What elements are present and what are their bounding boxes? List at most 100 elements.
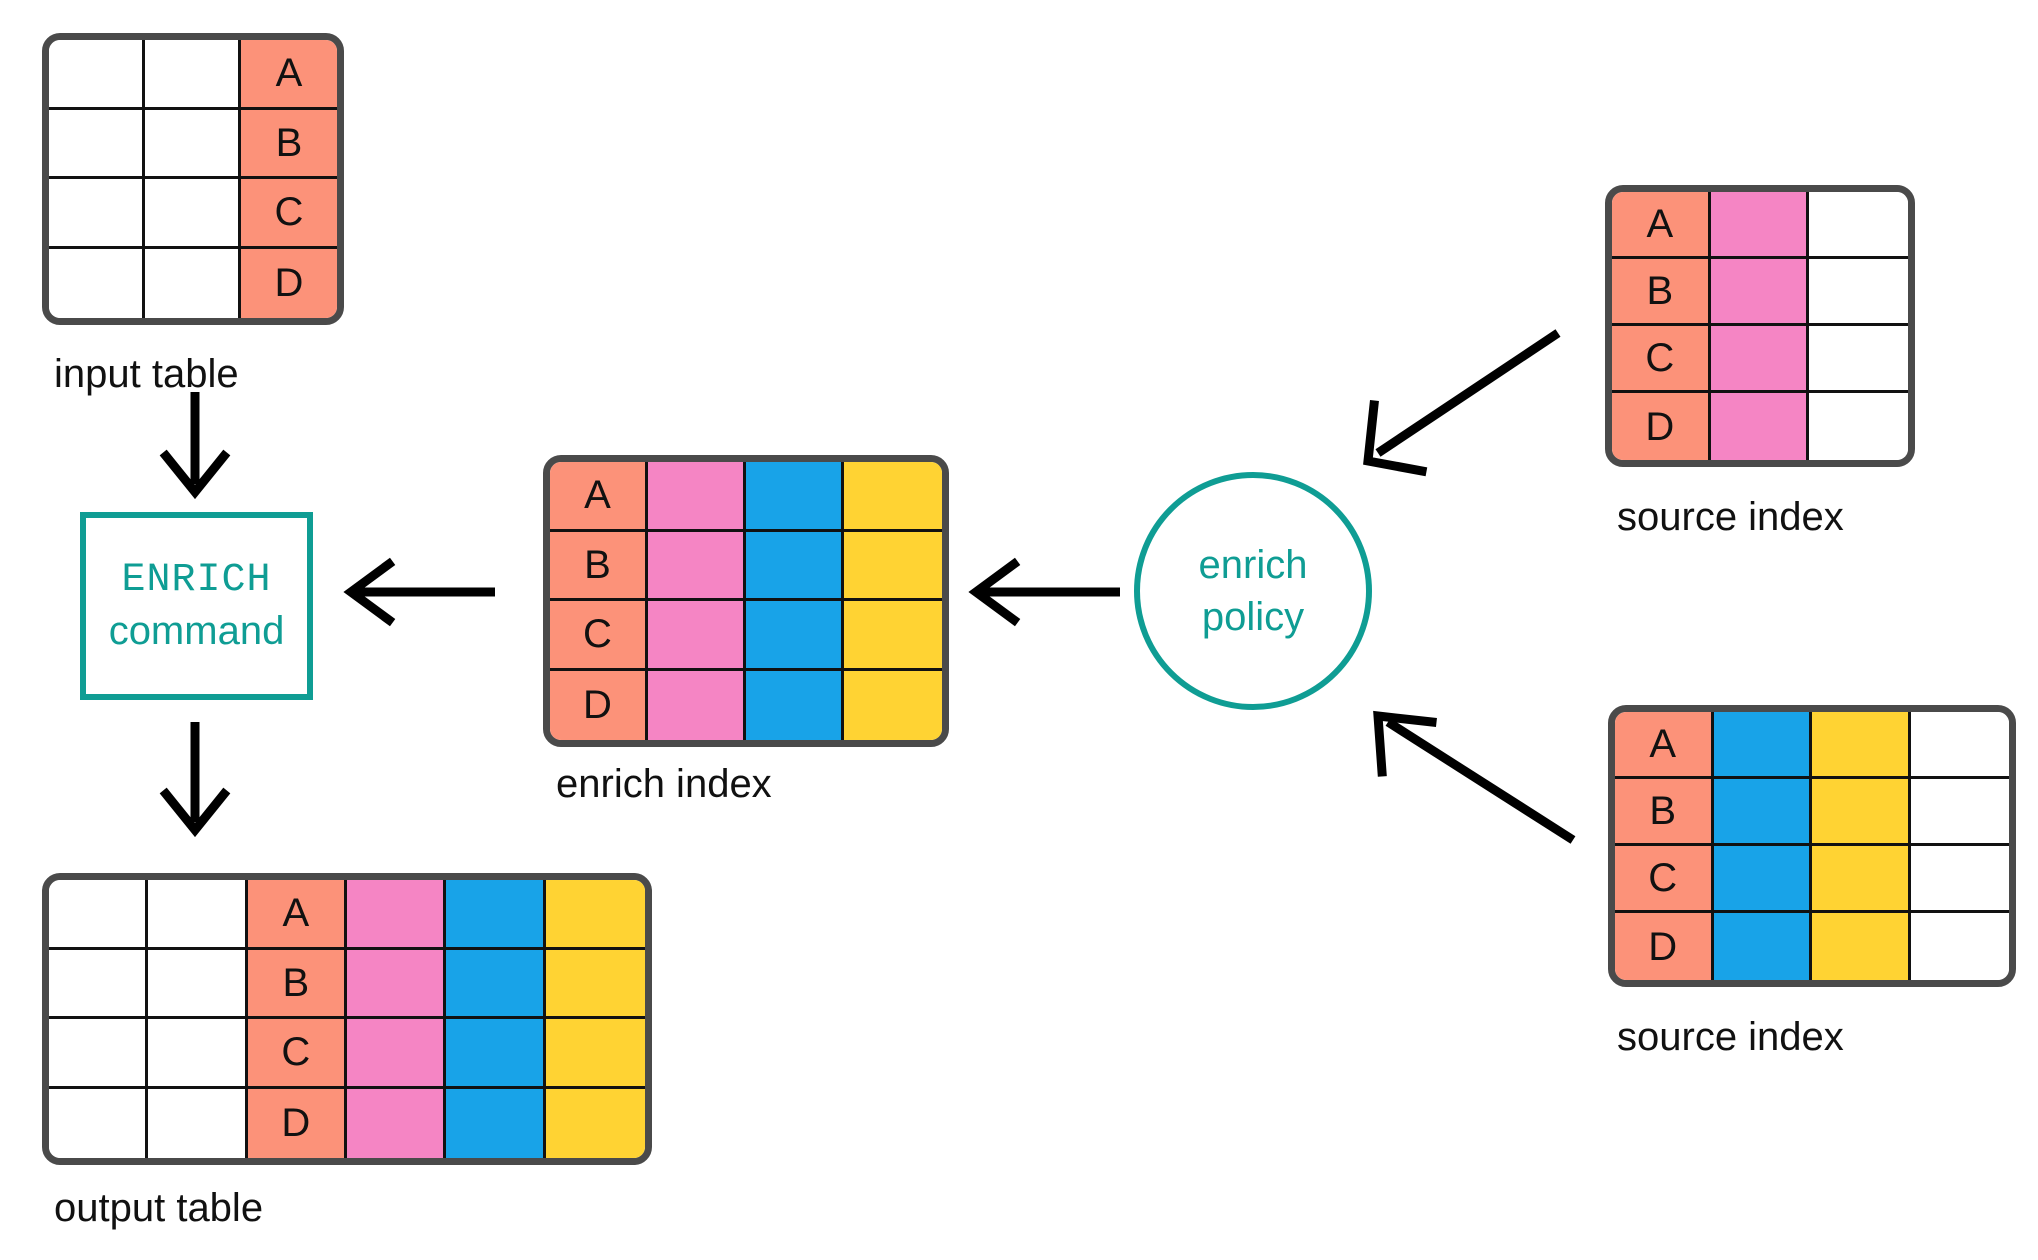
table-cell xyxy=(746,601,844,671)
table-cell xyxy=(1713,712,1812,779)
table-cell xyxy=(49,1088,149,1158)
table-cell xyxy=(1812,779,1911,846)
table-cell xyxy=(1812,712,1911,779)
table-cell xyxy=(1809,326,1908,393)
table-cell xyxy=(446,1088,546,1158)
table-cell xyxy=(1812,846,1911,913)
table-cell xyxy=(145,248,241,318)
table-cell: D xyxy=(550,670,648,740)
table-cell xyxy=(1812,913,1911,980)
enrich-policy-line2: policy xyxy=(1201,595,1305,639)
table-cell: C xyxy=(247,1019,347,1089)
table-cell xyxy=(1910,846,2009,913)
table-cell xyxy=(446,949,546,1019)
table-cell: B xyxy=(550,531,648,601)
table-cell xyxy=(1713,779,1812,846)
enrich-command-line2: command xyxy=(108,609,285,653)
table-cell xyxy=(746,531,844,601)
table-cell xyxy=(49,880,149,950)
table-cell xyxy=(1710,259,1810,326)
table-cell xyxy=(145,40,241,110)
table-cell: B xyxy=(241,109,337,179)
table-cell: B xyxy=(247,949,347,1019)
arrow-enrich-index-to-enrich-command xyxy=(343,557,495,627)
table-cell xyxy=(1809,259,1908,326)
table-cell xyxy=(148,949,248,1019)
table-cell xyxy=(844,601,942,671)
table-cell xyxy=(1710,393,1810,460)
table-cell xyxy=(49,1019,149,1089)
table-cell xyxy=(148,880,248,950)
table-cell xyxy=(1710,192,1810,259)
table-cell xyxy=(545,1019,645,1089)
table-cell: D xyxy=(1612,393,1711,460)
table-cell: D xyxy=(247,1088,347,1158)
table-cell xyxy=(1809,192,1908,259)
table-cell: B xyxy=(1612,259,1711,326)
table-cell xyxy=(844,462,942,532)
source-index-top-caption: source index xyxy=(1617,495,1844,539)
table-cell xyxy=(1809,393,1908,460)
table-cell xyxy=(49,949,149,1019)
input-table-caption: input table xyxy=(54,352,239,396)
table-cell xyxy=(648,531,746,601)
arrow-input-table-to-enrich-command xyxy=(159,392,231,500)
table-cell xyxy=(49,248,145,318)
table-cell xyxy=(746,462,844,532)
table-cell: C xyxy=(1615,846,1714,913)
table-cell xyxy=(648,601,746,671)
table-cell xyxy=(1910,913,2009,980)
table-cell: A xyxy=(247,880,347,950)
table-cell xyxy=(347,1088,447,1158)
table-cell xyxy=(49,40,145,110)
table-cell xyxy=(545,949,645,1019)
table-cell xyxy=(1710,326,1810,393)
table-cell xyxy=(145,179,241,249)
table-cell xyxy=(347,880,447,950)
enrich-index-caption: enrich index xyxy=(556,762,772,806)
table-cell xyxy=(347,949,447,1019)
table-cell: C xyxy=(550,601,648,671)
enrich-command-line1: ENRICH xyxy=(121,558,272,603)
enrich-policy-line1: enrich xyxy=(1198,543,1308,587)
table-cell xyxy=(49,179,145,249)
enrich-policy-circle[interactable]: enrich policy xyxy=(1134,472,1372,710)
table-cell xyxy=(148,1088,248,1158)
table-cell xyxy=(148,1019,248,1089)
arrow-source-index-top-to-enrich-policy xyxy=(1363,329,1561,477)
table-cell: A xyxy=(550,462,648,532)
table-cell xyxy=(1713,846,1812,913)
table-cell xyxy=(1713,913,1812,980)
output-table-caption: output table xyxy=(54,1186,264,1230)
arrow-enrich-command-to-output-table xyxy=(159,722,231,838)
table-cell xyxy=(347,1019,447,1089)
table-cell: A xyxy=(1612,192,1711,259)
arrow-source-index-bottom-to-enrich-policy xyxy=(1373,710,1576,844)
arrow-enrich-policy-to-enrich-index xyxy=(968,557,1120,627)
table-cell xyxy=(648,462,746,532)
table-cell: D xyxy=(241,248,337,318)
table-cell xyxy=(49,109,145,179)
table-cell xyxy=(1910,779,2009,846)
source-index-bottom-caption: source index xyxy=(1617,1015,1844,1059)
table-cell xyxy=(844,531,942,601)
enrich-command-box[interactable]: ENRICH command xyxy=(80,512,313,700)
table-cell: D xyxy=(1615,913,1714,980)
table-cell xyxy=(446,1019,546,1089)
table-cell xyxy=(145,109,241,179)
table-cell: A xyxy=(1615,712,1714,779)
table-cell xyxy=(545,1088,645,1158)
table-cell: C xyxy=(241,179,337,249)
table-cell xyxy=(545,880,645,950)
table-cell xyxy=(1910,712,2009,779)
table-cell: A xyxy=(241,40,337,110)
table-cell: C xyxy=(1612,326,1711,393)
table-cell: B xyxy=(1615,779,1714,846)
table-cell xyxy=(746,670,844,740)
